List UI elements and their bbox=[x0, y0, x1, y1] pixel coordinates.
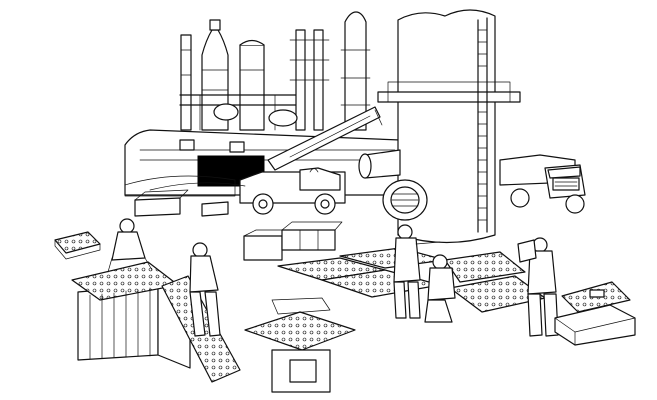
crane-truck bbox=[239, 106, 383, 215]
right-worker-group bbox=[517, 237, 636, 346]
dump-truck bbox=[499, 154, 586, 214]
ground-grating-panels bbox=[277, 247, 546, 313]
refinery-background bbox=[179, 11, 371, 131]
center-worker-group bbox=[393, 224, 456, 323]
left-worker-group bbox=[54, 218, 241, 383]
loading-bay-opening bbox=[197, 155, 265, 187]
center-grating-crate bbox=[244, 297, 356, 393]
storage-tank bbox=[358, 9, 521, 244]
small-crates bbox=[243, 221, 343, 261]
distant-grating-pallets bbox=[134, 182, 246, 217]
